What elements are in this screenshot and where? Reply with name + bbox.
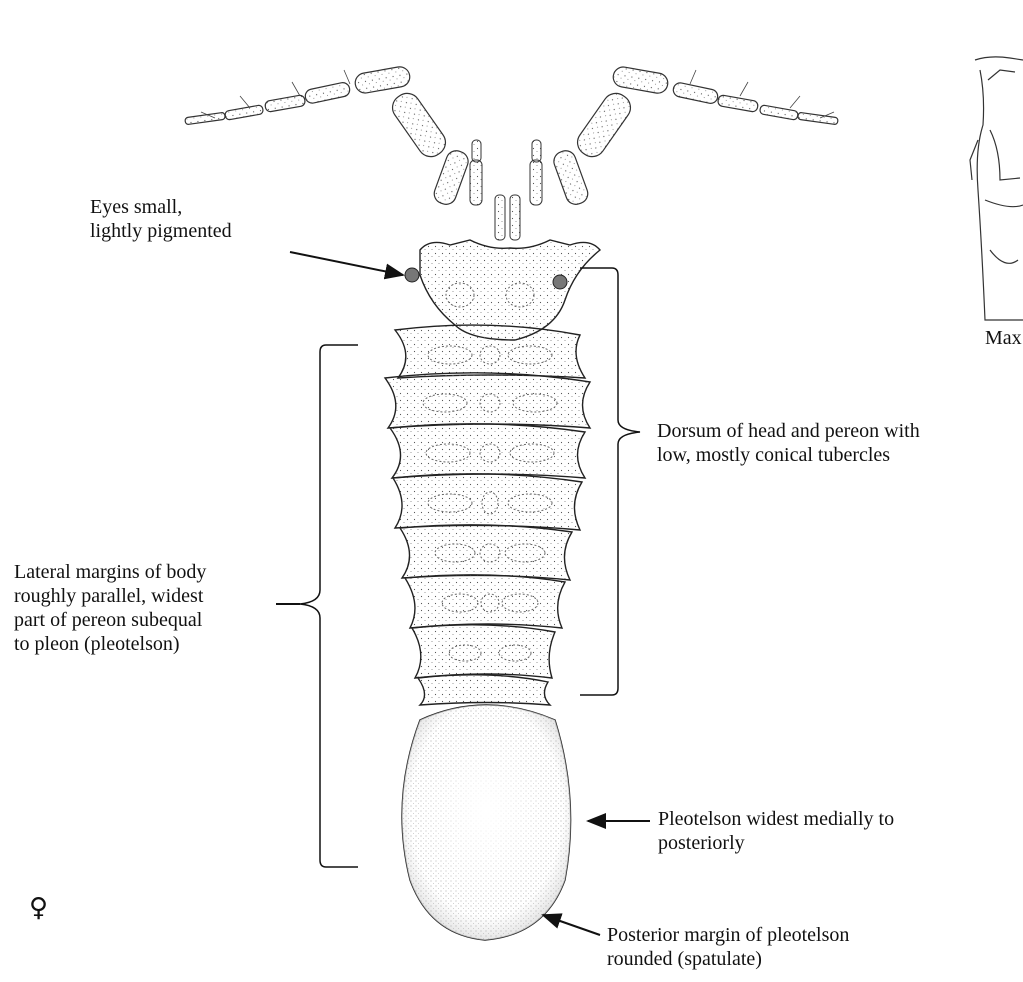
label-lateral-line4: to pleon (pleotelson)	[14, 632, 206, 656]
label-dorsum-line2: low, mostly conical tubercles	[657, 443, 920, 467]
left-antenna	[185, 65, 471, 207]
inset-caption: Max	[985, 326, 1022, 350]
label-pleotelson-widest-line1: Pleotelson widest medially to	[658, 807, 894, 831]
label-posterior-line2: rounded (spatulate)	[607, 947, 849, 971]
female-symbol: ♀	[29, 893, 48, 923]
label-dorsum: Dorsum of head and pereon with low, most…	[657, 419, 920, 467]
right-antenna	[551, 65, 838, 207]
label-pleotelson-widest-line2: posteriorly	[658, 831, 894, 855]
setae	[201, 70, 834, 118]
label-lateral-line2: roughly parallel, widest	[14, 584, 206, 608]
maxilliped-inset	[970, 57, 1023, 320]
label-pleotelson-widest: Pleotelson widest medially to posteriorl…	[658, 807, 894, 855]
head	[405, 240, 600, 340]
label-posterior-line1: Posterior margin of pleotelson	[607, 923, 849, 947]
label-eyes-line1: Eyes small,	[90, 195, 232, 219]
antennules	[470, 140, 542, 240]
label-lateral-margins: Lateral margins of body roughly parallel…	[14, 560, 206, 656]
pereon	[385, 325, 590, 705]
pleotelson	[402, 705, 571, 940]
label-posterior-margin: Posterior margin of pleotelson rounded (…	[607, 923, 849, 971]
label-dorsum-line1: Dorsum of head and pereon with	[657, 419, 920, 443]
label-lateral-line3: part of pereon subequal	[14, 608, 206, 632]
label-lateral-line1: Lateral margins of body	[14, 560, 206, 584]
label-eyes-line2: lightly pigmented	[90, 219, 232, 243]
label-eyes: Eyes small, lightly pigmented	[90, 195, 232, 243]
